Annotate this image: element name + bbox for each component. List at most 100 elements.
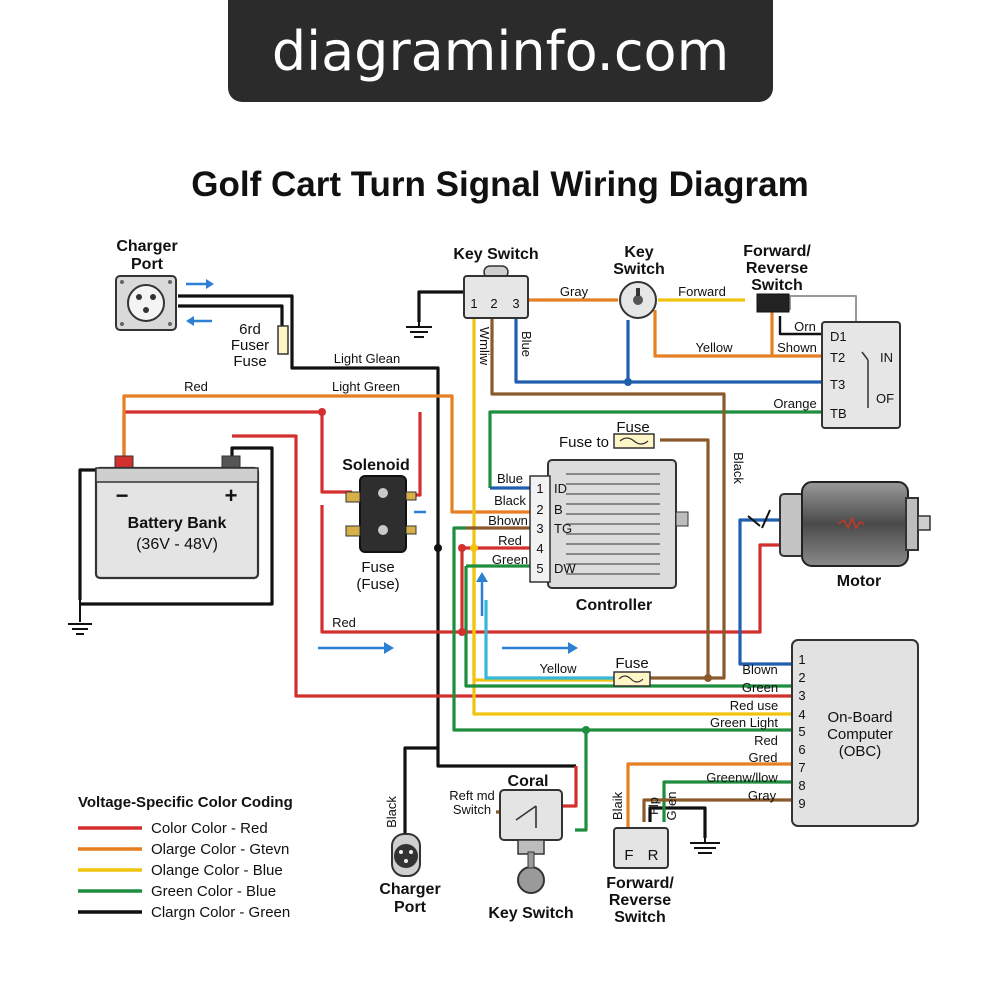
junction: [470, 544, 478, 552]
legend-item: Color Color - Red: [151, 820, 268, 837]
battery-name: Battery Bank: [128, 515, 227, 532]
wire-label: Wmliw: [477, 327, 492, 366]
controller-pin: 3: [536, 521, 543, 536]
wire-yellow-main: [472, 318, 792, 716]
charger-port-label-1: Charger: [116, 238, 177, 255]
obc-pin: 6: [798, 742, 805, 757]
arrow-right-head: [384, 642, 394, 654]
obc-label-2: Computer: [827, 726, 893, 743]
on-board-computer: 1 2 3 4 5 6 7 8 9 On-Board Computer (OBC…: [791, 639, 919, 827]
wire-brown-top: [490, 318, 726, 680]
junctions: [318, 378, 712, 734]
screw-icon: [168, 280, 172, 284]
fuse-body: [613, 671, 651, 687]
controller-connector: [529, 475, 551, 583]
motor-shaft: [917, 515, 931, 531]
wire-label: Blown: [742, 662, 777, 677]
screw-icon: [120, 280, 124, 284]
key-switch-top: Key Switch 1 2 3: [453, 246, 539, 319]
solenoid-stud: [378, 525, 388, 535]
arrow-right-head: [206, 279, 214, 289]
wire-label: Black: [731, 452, 746, 484]
solenoid-body: [359, 475, 407, 553]
wire-black-charger-bottom: [403, 746, 438, 842]
wire-label: Orange: [773, 396, 816, 411]
wire-label: Yellow: [695, 340, 733, 355]
wire-black-main: [436, 548, 576, 768]
wire-label: Flp: [646, 797, 661, 815]
key-switch-pin: 3: [512, 296, 519, 311]
wire-label: Blue: [497, 471, 523, 486]
junction: [458, 544, 466, 552]
wire-green-coral: [575, 730, 588, 832]
battery-plus: +: [225, 483, 238, 508]
fr-switch-bottom-label-2: Reverse: [609, 892, 671, 909]
fr-terminal: D1: [830, 329, 847, 344]
fr-terminal: TB: [830, 406, 847, 421]
wire-orange-fr: [653, 310, 822, 358]
wire-blue-motor: [738, 518, 792, 666]
wire-brown-fuse: [660, 438, 710, 676]
solenoid-fuse-1: Fuse: [361, 559, 394, 576]
controller-pin-label: ID: [554, 481, 567, 496]
fr-terminal: T3: [830, 377, 845, 392]
wire-label: Greenw/llow: [706, 770, 778, 785]
legend-title: Voltage-Specific Color Coding: [78, 794, 293, 811]
fuse-controller: Fuse Fuse to: [559, 419, 655, 451]
charger-port-socket: [127, 284, 165, 322]
wire-label: Gren: [664, 792, 679, 821]
wire-label: Yellow: [539, 661, 577, 676]
controller-label: Controller: [576, 597, 652, 614]
obc-pin: 3: [798, 688, 805, 703]
reft-switch-label-2: Switch: [453, 802, 491, 817]
wire-black-keyswitch: [417, 290, 466, 322]
fr-terminal: T2: [830, 350, 845, 365]
fr-letter: R: [648, 847, 659, 864]
fuse-lower: Fuse: [613, 655, 651, 687]
junction: [582, 726, 590, 734]
charger-port-pin: [409, 850, 413, 854]
charger-port-top: Charger Port: [115, 238, 178, 331]
solenoid-tab: [345, 525, 361, 537]
key-switch-body: [463, 275, 529, 319]
controller-pin: 5: [536, 561, 543, 576]
wire-black-fr-bottom: [648, 806, 707, 838]
wire-label: Red: [754, 733, 778, 748]
wire-label: Green: [742, 680, 778, 695]
fuser-fuse: 6rd Fuser Fuse: [231, 321, 289, 370]
controller-mount: [675, 511, 689, 527]
fr-switch-label-3: Switch: [751, 277, 803, 294]
wire-black-ground: [80, 446, 274, 606]
ground-line: [406, 322, 432, 338]
fuser-label-3: Fuse: [233, 353, 266, 370]
junction: [318, 408, 326, 416]
battery-voltage: (36V - 48V): [136, 536, 218, 553]
fr-switch-top: Forward/ Reverse Switch D1 T2 T3 TB IN O…: [743, 243, 901, 429]
obc-pin: 1: [798, 652, 805, 667]
key-switch-mid-label-1: Key: [624, 244, 653, 261]
fuse-prefix: Fuse to: [559, 434, 609, 451]
fr-toggle: [756, 293, 790, 313]
obc-pin: 7: [798, 760, 805, 775]
wire-green-main: [452, 526, 792, 732]
fuser-label-2: Fuser: [231, 337, 269, 354]
obc-pin: 2: [798, 670, 805, 685]
obc-pin: 8: [798, 778, 805, 793]
solenoid-fuse-2: (Fuse): [356, 576, 399, 593]
wire-red-obc: [232, 434, 792, 698]
wire-label: Light Glean: [334, 351, 401, 366]
key-switch-bottom: Coral Reft md Switch Key Switch: [449, 773, 573, 922]
wire-black-charger-1: [178, 294, 440, 548]
wire-label: Blue: [519, 331, 534, 357]
solenoid-label: Solenoid: [342, 457, 410, 474]
motor-endcap: [779, 493, 805, 557]
legend-item: Clargn Color - Green: [151, 904, 290, 921]
motor: Motor: [747, 481, 931, 590]
battery-lid: [95, 467, 259, 483]
key-switch-mid-core: [633, 295, 643, 305]
ground-line: [68, 600, 92, 635]
arrow-up-head: [476, 572, 488, 582]
wire-label: Red use: [730, 698, 778, 713]
motor-flange: [905, 497, 919, 551]
charger-port-pin: [150, 294, 156, 300]
